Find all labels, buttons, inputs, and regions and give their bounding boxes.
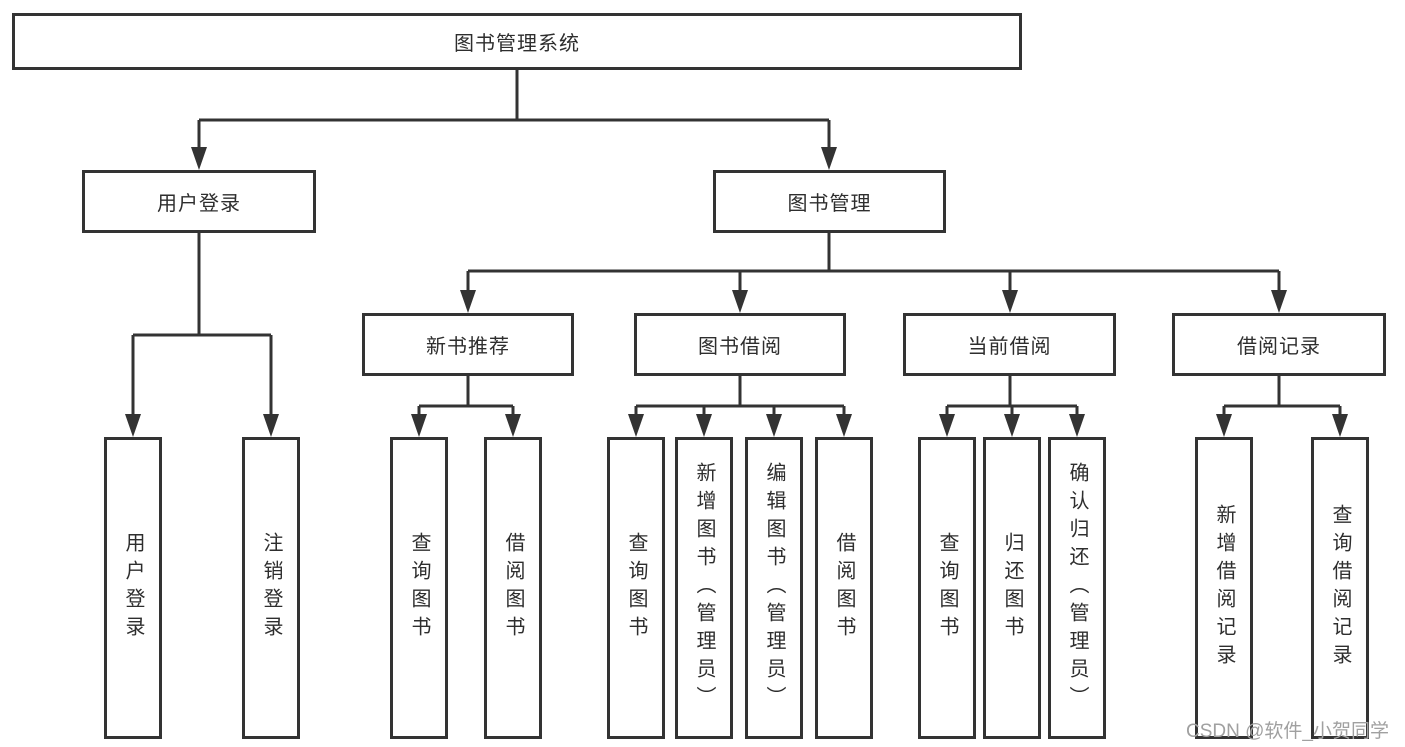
leaf-newbooks-query-books: 查询图书 <box>390 437 448 739</box>
node-book-borrowing: 图书借阅 <box>634 313 846 376</box>
node-label: 新书推荐 <box>426 336 510 358</box>
leaf-records-query-borrow-record: 查询借阅记录 <box>1311 437 1369 739</box>
leaf-current-confirm-return-admin: 确认归还（管理员） <box>1048 437 1106 739</box>
leaf-label: 确认归还（管理员） <box>1066 462 1088 714</box>
leaf-logout: 注销登录 <box>242 437 300 739</box>
leaf-label: 查询图书 <box>408 532 430 644</box>
leaf-borrowing-edit-books-admin: 编辑图书（管理员） <box>745 437 803 739</box>
connector-lines <box>131 70 1342 420</box>
leaf-label: 查询借阅记录 <box>1329 504 1351 672</box>
leaf-label: 新增借阅记录 <box>1213 504 1235 672</box>
node-current-borrowing: 当前借阅 <box>903 313 1116 376</box>
leaf-label: 新增图书（管理员） <box>693 462 715 714</box>
leaf-label: 查询图书 <box>936 532 958 644</box>
leaf-label: 注销登录 <box>260 532 282 644</box>
leaf-newbooks-borrow-books: 借阅图书 <box>484 437 542 739</box>
leaf-borrowing-add-books-admin: 新增图书（管理员） <box>675 437 733 739</box>
node-label: 当前借阅 <box>967 336 1052 358</box>
leaf-borrowing-query-books: 查询图书 <box>607 437 665 739</box>
leaf-label: 编辑图书（管理员） <box>763 462 785 714</box>
node-label: 图书管理系统 <box>454 33 580 55</box>
csdn-watermark: CSDN @软件_小贺同学 <box>1186 721 1389 742</box>
node-user-login: 用户登录 <box>82 170 316 233</box>
leaf-records-add-borrow-record: 新增借阅记录 <box>1195 437 1253 739</box>
node-book-management: 图书管理 <box>713 170 946 233</box>
leaf-label: 用户登录 <box>122 532 144 644</box>
node-label: 借阅记录 <box>1237 336 1321 358</box>
leaf-borrowing-borrow-books: 借阅图书 <box>815 437 873 739</box>
node-library-management-system: 图书管理系统 <box>12 13 1022 70</box>
node-label: 用户登录 <box>157 193 241 215</box>
leaf-user-login: 用户登录 <box>104 437 162 739</box>
node-new-book-recommendation: 新书推荐 <box>362 313 574 376</box>
connector-arrowheads <box>125 147 1348 437</box>
leaf-current-query-books: 查询图书 <box>918 437 976 739</box>
node-label: 图书管理 <box>787 193 872 215</box>
leaf-label: 借阅图书 <box>833 532 855 644</box>
node-borrowing-records: 借阅记录 <box>1172 313 1386 376</box>
node-label: 图书借阅 <box>698 336 782 358</box>
leaf-label: 查询图书 <box>625 532 647 644</box>
leaf-current-return-books: 归还图书 <box>983 437 1041 739</box>
leaf-label: 借阅图书 <box>502 532 524 644</box>
leaf-label: 归还图书 <box>1001 532 1023 644</box>
